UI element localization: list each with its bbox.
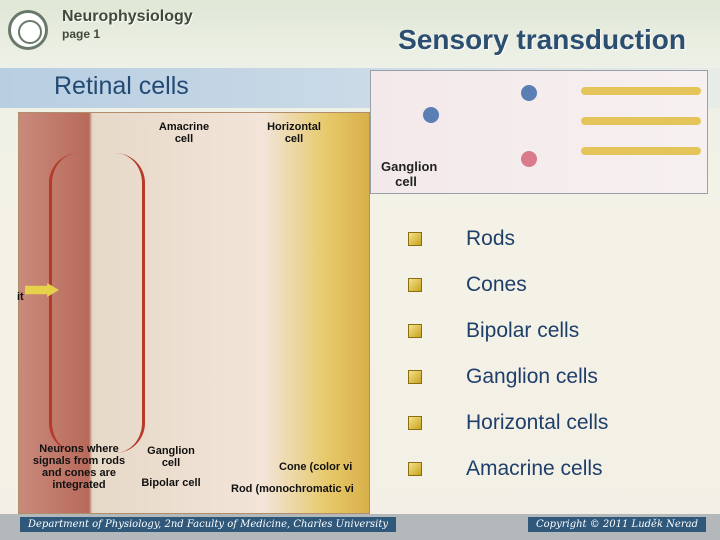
- edge-label: it: [17, 291, 24, 303]
- list-item: Bipolar cells: [408, 308, 608, 354]
- list-item: Ganglion cells: [408, 354, 608, 400]
- square-bullet-icon: [408, 462, 422, 476]
- cell-type-list: Rods Cones Bipolar cells Ganglion cells …: [408, 216, 608, 492]
- footer: Department of Physiology, 2nd Faculty of…: [0, 514, 720, 540]
- university-seal-logo: [8, 10, 48, 50]
- list-item-text: Amacrine cells: [466, 457, 603, 480]
- photoreceptor-icon: [581, 147, 701, 155]
- slide-title: Sensory transduction: [398, 24, 686, 55]
- neurons-note-label: Neurons where signals from rods and cone…: [32, 443, 126, 491]
- bipolar-cell-label: Bipolar cell: [141, 477, 201, 489]
- ganglion-diagram: Ganglion cell: [370, 70, 708, 194]
- ganglion-diagram-label: Ganglion cell: [381, 159, 438, 189]
- list-item: Horizontal cells: [408, 400, 608, 446]
- ganglion-cell-body-icon: [423, 107, 439, 123]
- photoreceptor-icon: [581, 87, 701, 95]
- bipolar-cell-body-icon: [521, 85, 537, 101]
- retina-illustration: it Amacrine cell Horizontal cell Neurons…: [17, 112, 370, 514]
- photoreceptor-icon: [581, 117, 701, 125]
- rod-label: Rod (monochromatic vi: [231, 483, 354, 495]
- list-item-text: Ganglion cells: [466, 365, 598, 388]
- square-bullet-icon: [408, 416, 422, 430]
- list-item: Cones: [408, 262, 608, 308]
- square-bullet-icon: [408, 278, 422, 292]
- list-item-text: Cones: [466, 273, 527, 296]
- blood-vessel: [49, 153, 145, 453]
- list-item: Amacrine cells: [408, 446, 608, 492]
- footer-department: Department of Physiology, 2nd Faculty of…: [20, 517, 397, 532]
- list-item-text: Rods: [466, 227, 516, 250]
- horizontal-cell-body-icon: [521, 151, 537, 167]
- section-title: Retinal cells: [54, 72, 189, 100]
- page-number: page 1: [62, 27, 101, 41]
- square-bullet-icon: [408, 370, 422, 384]
- light-arrow-icon: [25, 283, 59, 297]
- list-item-text: Bipolar cells: [466, 319, 580, 342]
- list-item-text: Horizontal cells: [466, 411, 609, 434]
- brand-title: Neurophysiology: [62, 8, 193, 25]
- square-bullet-icon: [408, 232, 422, 246]
- header: Neurophysiology page 1 Sensory transduct…: [0, 0, 720, 62]
- amacrine-label: Amacrine cell: [158, 121, 210, 145]
- square-bullet-icon: [408, 324, 422, 338]
- ganglion-cell-label: Ganglion cell: [147, 445, 195, 469]
- list-item: Rods: [408, 216, 608, 262]
- horizontal-label: Horizontal cell: [267, 121, 321, 145]
- cone-label: Cone (color vi: [279, 461, 353, 473]
- footer-copyright: Copyright © 2011 Luděk Nerad: [528, 517, 706, 532]
